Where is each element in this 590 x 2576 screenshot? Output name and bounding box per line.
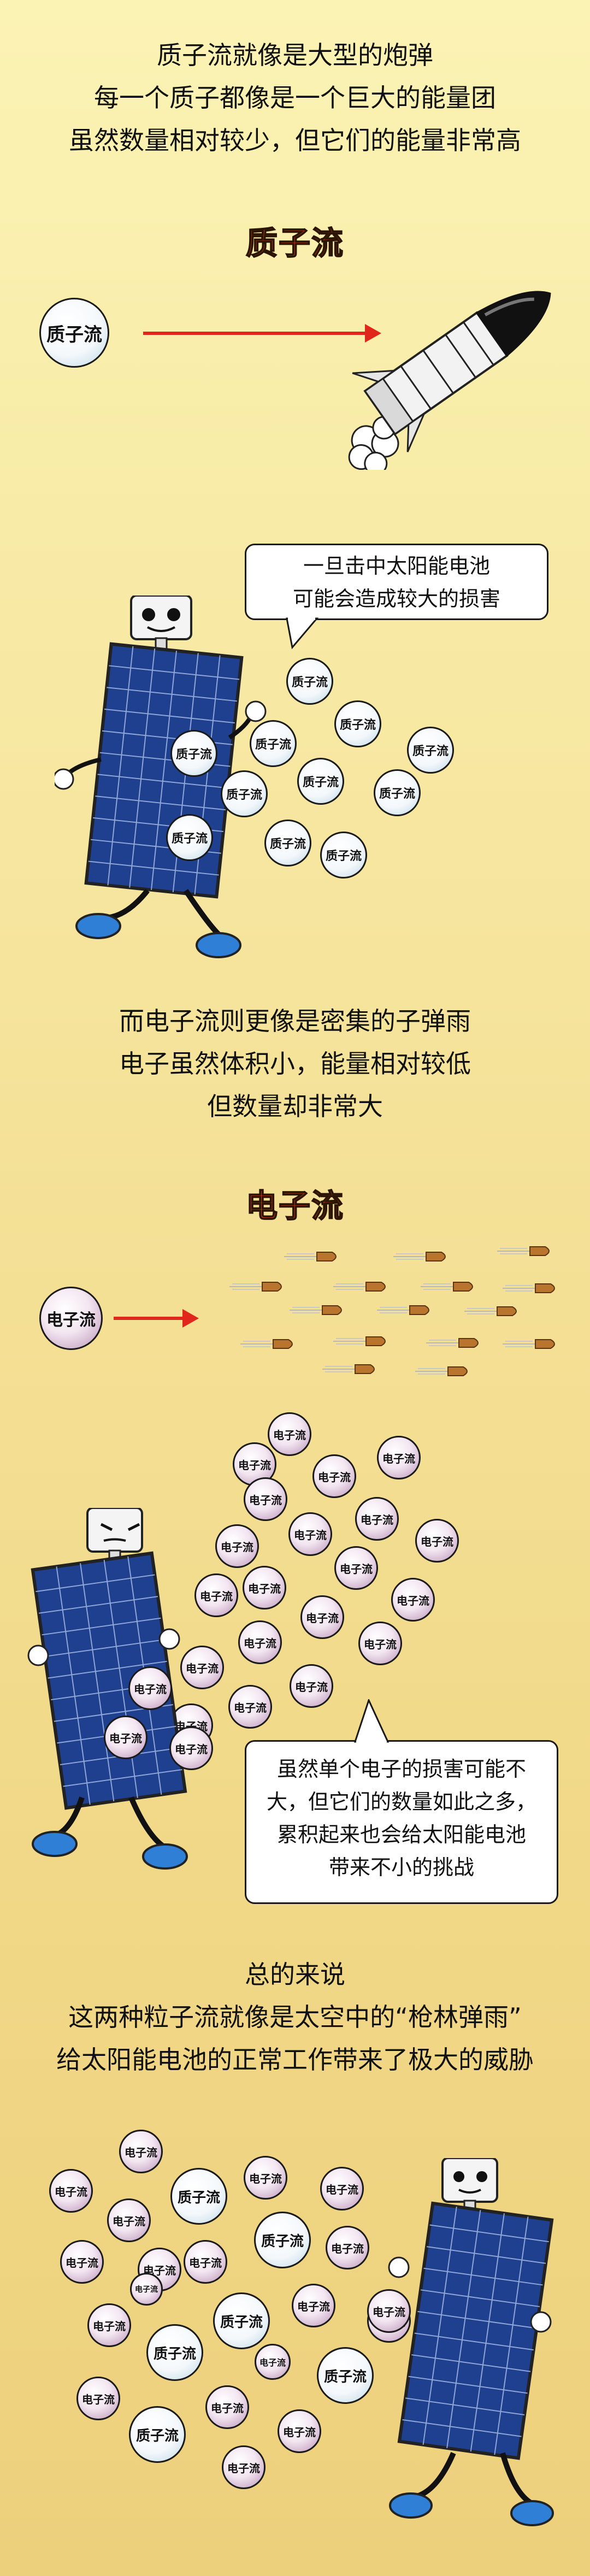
proton-ball: 质子流 xyxy=(254,2212,311,2268)
electron-ball: 电子流 xyxy=(367,2289,411,2333)
proton-ball: 质子流 xyxy=(317,2347,374,2404)
electron-ball: 电子流 xyxy=(326,2226,369,2270)
bubble-line: 一旦击中太阳能电池 xyxy=(303,554,490,578)
proton-ball-label: 质子流 xyxy=(39,298,109,368)
electron-ball: 电子流 xyxy=(244,2156,287,2200)
electron-ball-label: 电子流 xyxy=(39,1287,103,1350)
summary-line: 总的来说 xyxy=(245,1960,345,1989)
proton-ball: 质子流 xyxy=(170,730,217,777)
proton-ball: 质子流 xyxy=(334,700,381,747)
electron-ball: 电子流 xyxy=(238,1620,282,1664)
electron-ball: 电子流 xyxy=(268,1412,311,1456)
solar-panel-character xyxy=(27,1508,188,1870)
electron-intro-line: 但数量却非常大 xyxy=(207,1092,383,1121)
bullet-rain-icon xyxy=(229,1246,555,1376)
solar-panel-character xyxy=(388,2158,554,2526)
proton-ball: 质子流 xyxy=(250,720,297,767)
proton-ball: 质子流 xyxy=(320,832,367,879)
proton-ball: 质子流 xyxy=(213,2292,270,2349)
electron-ball: 电子流 xyxy=(205,2385,249,2429)
electron-ball: 电子流 xyxy=(377,1436,421,1479)
electron-ball: 电子流 xyxy=(180,1646,224,1689)
electron-intro-line: 电子虽然体积小，能量相对较低 xyxy=(119,1049,471,1078)
electron-ball: 电子流 xyxy=(49,2169,93,2213)
electron-ball: 电子流 xyxy=(290,1664,333,1708)
proton-ball: 质子流 xyxy=(407,727,454,774)
electron-ball: 电子流 xyxy=(334,1546,378,1590)
intro-line: 每一个质子都像是一个巨大的能量团 xyxy=(94,83,496,113)
electron-ball: 电子流 xyxy=(391,1578,435,1622)
rocket-shell-icon xyxy=(348,291,551,470)
electron-ball: 电子流 xyxy=(169,1726,213,1770)
proton-ball: 质子流 xyxy=(264,820,311,866)
electron-ball: 电子流 xyxy=(184,2240,227,2284)
electron-ball: 电子流 xyxy=(312,1454,356,1498)
electron-ball: 电子流 xyxy=(228,1685,272,1729)
electron-ball: 电子流 xyxy=(244,1477,287,1521)
summary-line: 这两种粒子流就像是太空中的“枪林弹雨” xyxy=(68,2002,522,2032)
proton-ball: 质子流 xyxy=(374,769,421,816)
bubble-line: 累积起来也会给太阳能电池 xyxy=(276,1823,526,1847)
electron-ball: 电子流 xyxy=(358,1622,402,1665)
bubble-line: 大，但它们的数量如此之多， xyxy=(266,1790,536,1814)
speech-bubble-electron: 虽然单个电子的损害可能不 大，但它们的数量如此之多， 累积起来也会给太阳能电池 … xyxy=(245,1740,558,1904)
proton-ball: 质子流 xyxy=(297,758,344,805)
electron-ball: 电子流 xyxy=(222,2445,266,2489)
speech-bubble-damage: 一旦击中太阳能电池 可能会造成较大的损害 xyxy=(245,544,548,620)
red-arrow xyxy=(143,324,381,343)
electron-ball: 电子流 xyxy=(320,2167,364,2210)
bubble-tail xyxy=(286,617,319,650)
electron-ball: 电子流 xyxy=(76,2377,120,2420)
electron-ball: 电子流 xyxy=(415,1519,459,1563)
electron-ball: 电子流 xyxy=(355,1497,399,1541)
electron-ball: 电子流 xyxy=(278,2409,321,2453)
electron-ball: 电子流 xyxy=(194,1573,238,1617)
electron-intro-text: 而电子流则更像是密集的子弹雨 电子虽然体积小，能量相对较低 但数量却非常大 xyxy=(0,1000,590,1128)
summary-line: 给太阳能电池的正常工作带来了极大的威胁 xyxy=(56,2045,534,2074)
proton-ball: 质子流 xyxy=(170,2168,227,2225)
electron-ball: 电子流 xyxy=(288,1512,332,1556)
electron-ball: 电子流 xyxy=(255,2344,291,2380)
summary-text: 总的来说 这两种粒子流就像是太空中的“枪林弹雨” 给太阳能电池的正常工作带来了极… xyxy=(0,1953,590,2081)
electron-ball: 电子流 xyxy=(119,2130,163,2173)
proton-ball: 质子流 xyxy=(146,2324,203,2381)
electron-ball: 电子流 xyxy=(292,2284,335,2327)
electron-ball: 电子流 xyxy=(215,1524,259,1568)
electron-ball: 电子流 xyxy=(243,1566,286,1610)
bubble-line: 可能会造成较大的损害 xyxy=(292,587,500,611)
electron-title: 电子流 xyxy=(245,1187,344,1225)
electron-ball: 电子流 xyxy=(107,2198,151,2242)
electron-ball: 电子流 xyxy=(300,1595,344,1639)
intro-line: 虽然数量相对较少，但它们的能量非常高 xyxy=(69,126,521,155)
intro-line: 质子流就像是大型的炮弹 xyxy=(157,40,433,70)
electron-ball: 电子流 xyxy=(104,1716,148,1759)
electron-ball: 电子流 xyxy=(60,2240,104,2284)
red-arrow xyxy=(114,1309,199,1328)
intro-text: 质子流就像是大型的炮弹 每一个质子都像是一个巨大的能量团 虽然数量相对较少，但它… xyxy=(0,34,590,162)
electron-ball: 电子流 xyxy=(130,2273,163,2306)
bubble-line: 带来不小的挑战 xyxy=(328,1855,474,1879)
bubble-line: 虽然单个电子的损害可能不 xyxy=(276,1757,526,1781)
electron-ball: 电子流 xyxy=(87,2303,131,2347)
electron-intro-line: 而电子流则更像是密集的子弹雨 xyxy=(119,1006,471,1036)
proton-ball: 质子流 xyxy=(286,658,333,705)
bubble-tail xyxy=(353,1699,390,1743)
proton-ball: 质子流 xyxy=(221,770,268,817)
electron-ball: 电子流 xyxy=(128,1666,172,1710)
proton-title: 质子流 xyxy=(245,224,344,262)
proton-ball: 质子流 xyxy=(129,2406,186,2463)
proton-ball: 质子流 xyxy=(166,814,213,861)
